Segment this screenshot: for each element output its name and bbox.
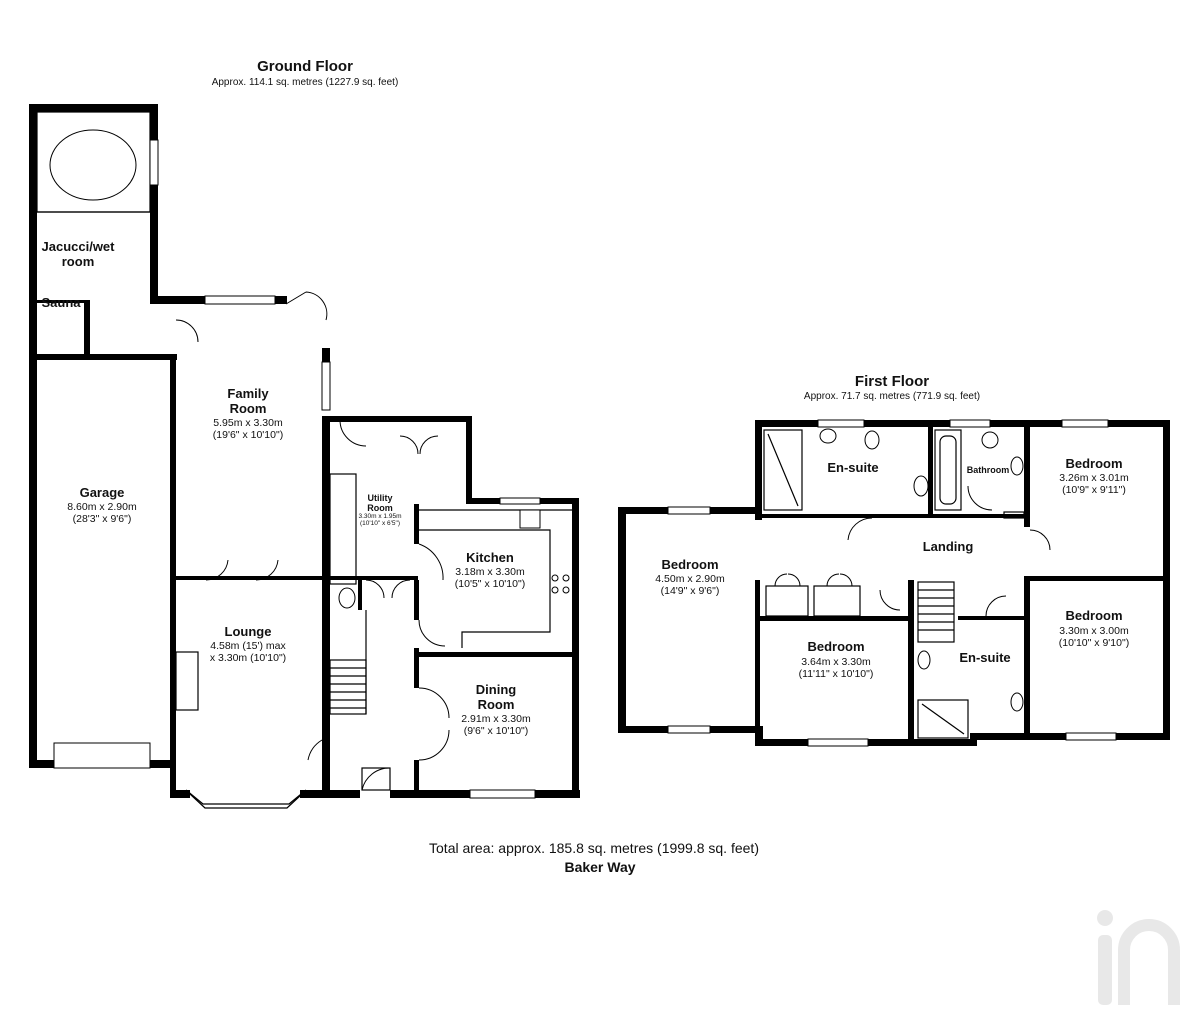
room-dimension: 3.18m x 3.30m — [455, 566, 525, 578]
property-name: Baker Way — [564, 859, 636, 875]
iad-logo-icon — [1097, 910, 1180, 1005]
room-dimension: 4.50m x 2.90m — [655, 573, 725, 585]
room-dimension: (9'6" x 10'10") — [463, 725, 529, 737]
room-name: Lounge — [224, 624, 272, 639]
ground-floor-fixtures — [36, 111, 572, 809]
room-ensuite-top: En-suite — [827, 460, 879, 475]
first-floor-area: Approx. 71.7 sq. metres (771.9 sq. feet) — [803, 391, 981, 402]
room-dimension: 8.60m x 2.90m — [67, 501, 137, 513]
room-dimension: 2.91m x 3.30m — [461, 713, 531, 725]
room-sauna: Sauna — [41, 295, 81, 310]
room-dimension: (11'11" x 10'10") — [798, 668, 874, 680]
room-name: Room — [477, 697, 515, 712]
room-name: Garage — [79, 485, 125, 500]
room-name: room — [61, 254, 95, 269]
room-dimension: (10'10" x 6'5") — [360, 520, 400, 527]
room-name: Bedroom — [1065, 608, 1123, 623]
room-name: Kitchen — [466, 550, 514, 565]
first-floor-fixtures — [667, 419, 1117, 747]
first-floor-title: First Floor — [854, 373, 930, 390]
room-dimension: (14'9" x 9'6") — [660, 585, 720, 597]
room-landing: Landing — [922, 539, 974, 554]
room-dimension: (19'6" x 10'10") — [212, 429, 284, 441]
room-dimension: 3.64m x 3.30m — [801, 656, 871, 668]
room-dimension: (10'9" x 9'11") — [1062, 484, 1126, 496]
room-dimension: (10'5" x 10'10") — [454, 578, 526, 590]
room-name: Dining — [475, 682, 517, 697]
room-dimension: 5.95m x 3.30m — [213, 417, 283, 429]
room-dimension: 3.30m x 1.95m — [358, 513, 402, 520]
room-name: Bedroom — [807, 639, 865, 654]
room-name: Bedroom — [1065, 456, 1123, 471]
room-name: Jacucci/wet — [41, 239, 115, 254]
room-dimension: (10'10" x 9'10") — [1058, 637, 1130, 649]
room-bathroom: Bathroom — [966, 465, 1010, 475]
room-name: Family — [227, 386, 269, 401]
room-ensuite-mid: En-suite — [959, 650, 1011, 665]
room-dimension: x 3.30m (10'10") — [209, 652, 287, 664]
ground-floor-title: Ground Floor — [257, 58, 353, 75]
ground-stairs — [329, 610, 367, 715]
room-name: Room — [229, 401, 267, 416]
room-name: Utility — [367, 493, 393, 503]
room-dimension: 3.30m x 3.00m — [1059, 625, 1129, 637]
total-area: Total area: approx. 185.8 sq. metres (19… — [429, 840, 759, 856]
room-dimension: (28'3" x 9'6") — [72, 513, 132, 525]
ground-floor-area: Approx. 114.1 sq. metres (1227.9 sq. fee… — [211, 77, 399, 88]
room-dimension: 3.26m x 3.01m — [1059, 472, 1129, 484]
room-name: Bedroom — [661, 557, 719, 572]
room-dimension: 4.58m (15') max — [210, 640, 286, 652]
room-name: Room — [367, 503, 393, 513]
